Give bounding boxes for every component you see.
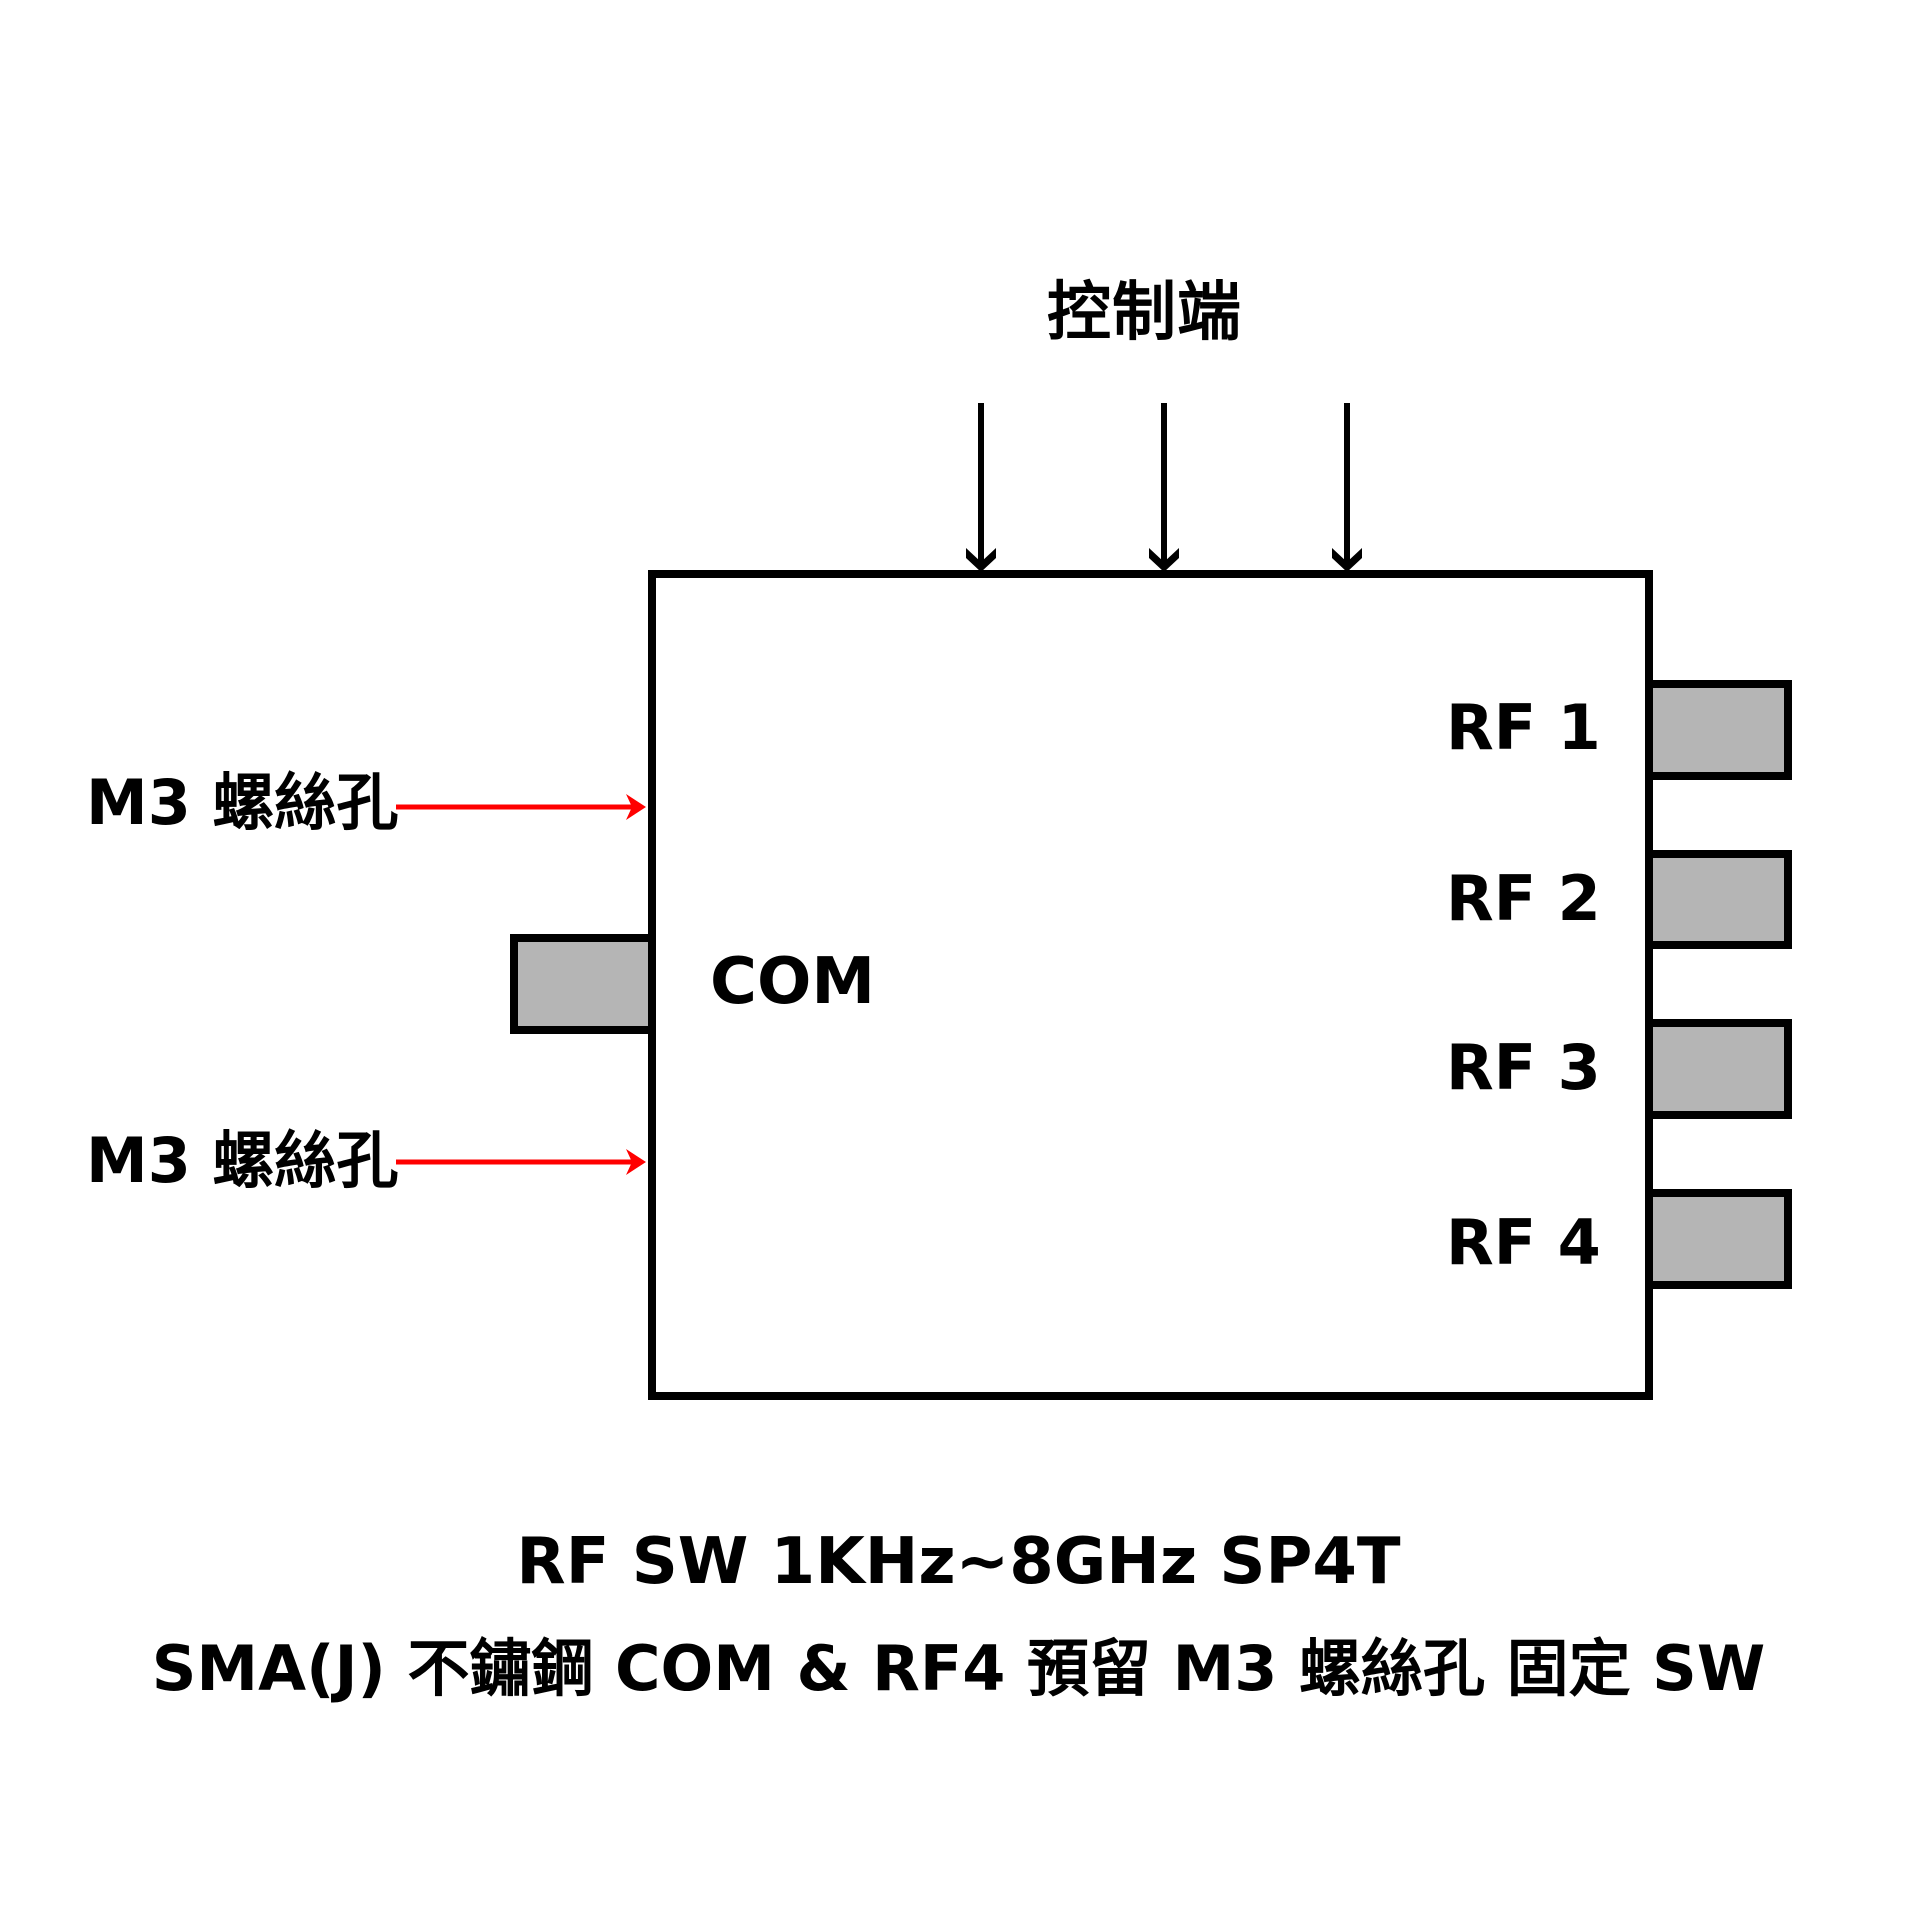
mount-hole-label-top: M3 螺絲孔	[86, 766, 399, 839]
switch-body	[648, 570, 1653, 1400]
rf4-port-label: RF 4	[1446, 1206, 1601, 1279]
rf2-connector	[1645, 850, 1792, 949]
rf1-connector	[1645, 680, 1792, 780]
caption-description-line: SMA(J) 不鏽鋼 COM & RF4 預留 M3 螺絲孔 固定 SW	[151, 1632, 1766, 1705]
com-connector	[510, 934, 656, 1034]
mount-hole-arrow-bottom	[396, 1149, 646, 1175]
mount-hole-label-bottom: M3 螺絲孔	[86, 1124, 399, 1197]
mount-hole-arrow-top	[396, 794, 646, 820]
rf4-connector	[1645, 1189, 1792, 1289]
control-arrow-3	[1332, 403, 1362, 572]
control-arrows	[966, 403, 1362, 572]
control-arrow-1	[966, 403, 996, 572]
caption-spec-line: RF SW 1KHz~8GHz SP4T	[516, 1525, 1401, 1599]
rf2-port-label: RF 2	[1446, 862, 1601, 935]
com-port-label: COM	[710, 945, 876, 1019]
rf3-connector	[1645, 1019, 1792, 1119]
rf3-port-label: RF 3	[1446, 1031, 1601, 1104]
rf1-port-label: RF 1	[1446, 691, 1601, 764]
control-port-label: 控制端	[1047, 276, 1242, 350]
control-arrow-2	[1149, 403, 1179, 572]
